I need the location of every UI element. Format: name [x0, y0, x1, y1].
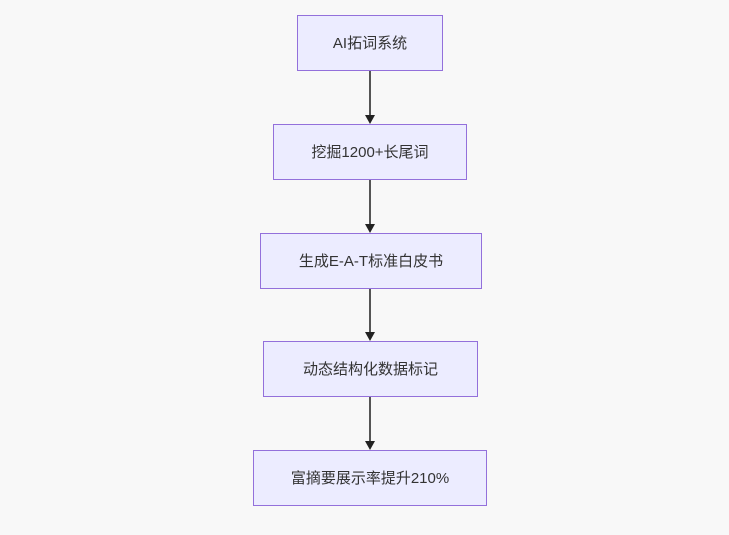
flow-arrow-1 [365, 71, 375, 124]
flow-node-label: AI拓词系统 [332, 34, 408, 52]
arrow-down-icon [365, 441, 375, 450]
flow-node-label: 动态结构化数据标记 [302, 360, 438, 378]
flow-arrow-4 [365, 397, 375, 450]
arrow-line [369, 289, 371, 332]
flow-node-label: 挖掘1200+长尾词 [311, 143, 429, 161]
arrow-down-icon [365, 224, 375, 233]
flow-node-label: 生成E-A-T标准白皮书 [298, 252, 444, 270]
arrow-line [369, 180, 371, 224]
flow-node-label: 富摘要展示率提升210% [290, 469, 450, 487]
flow-arrow-2 [365, 180, 375, 233]
flow-node-ai-word-expansion: AI拓词系统 [297, 15, 443, 71]
flow-node-structured-data-markup: 动态结构化数据标记 [263, 341, 478, 397]
flow-node-longtail-mining: 挖掘1200+长尾词 [273, 124, 467, 180]
arrow-line [369, 71, 371, 115]
arrow-down-icon [365, 115, 375, 124]
arrow-down-icon [365, 332, 375, 341]
flow-node-eat-whitepaper: 生成E-A-T标准白皮书 [260, 233, 482, 289]
flow-arrow-3 [365, 289, 375, 341]
arrow-line [369, 397, 371, 441]
flow-node-rich-snippet-result: 富摘要展示率提升210% [253, 450, 487, 506]
